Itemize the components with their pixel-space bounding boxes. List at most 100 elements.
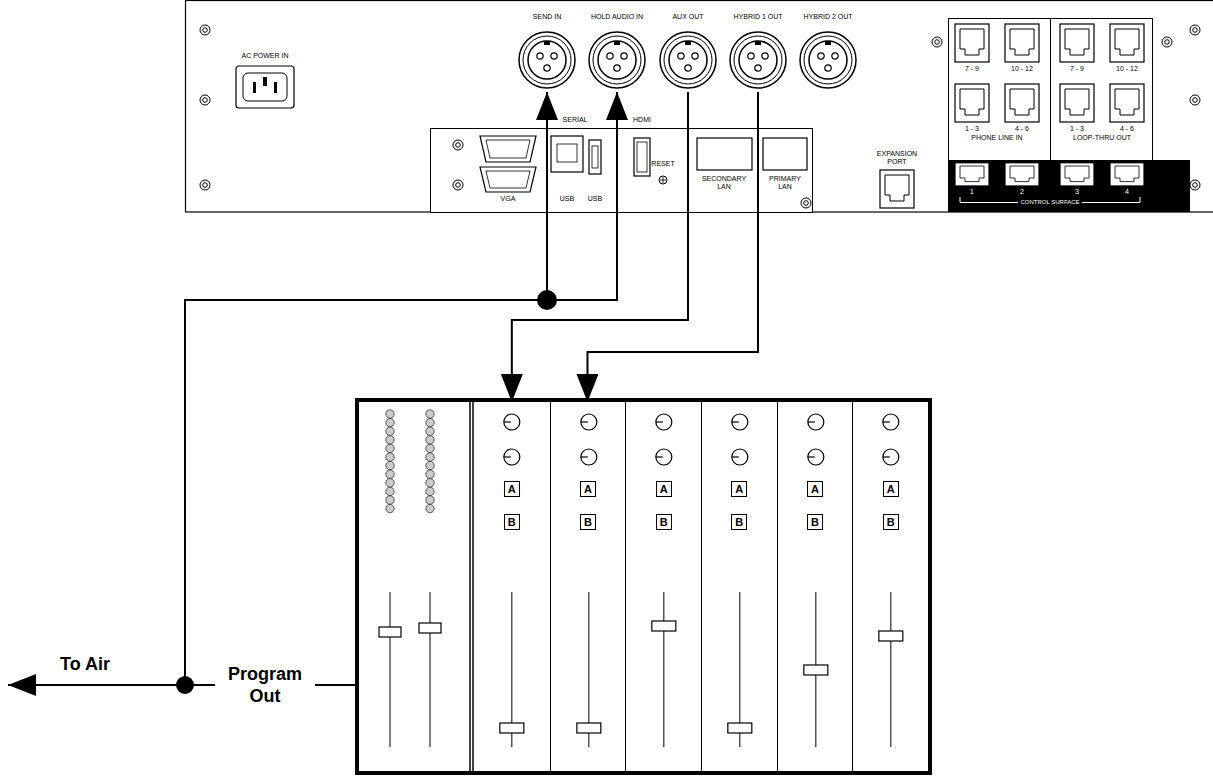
fader-cap <box>419 623 441 633</box>
panel-label: 3 <box>1075 188 1079 196</box>
usb-port <box>589 140 601 174</box>
rotary-knob <box>732 449 748 465</box>
bus-button-label: A <box>656 481 672 497</box>
screw <box>1190 95 1200 105</box>
connector-label: SEND IN <box>533 13 561 21</box>
level-meter-led <box>386 504 394 512</box>
phone-block-outline <box>949 19 1153 161</box>
ac-pin <box>263 77 267 86</box>
control-surface-band <box>948 160 1190 212</box>
knob-pointer <box>656 421 663 422</box>
knob-pointer <box>504 421 511 422</box>
expansion-jack <box>880 170 914 208</box>
panel-label: PRIMARY LAN <box>763 175 807 191</box>
fader-cap <box>576 723 600 733</box>
bus-button-label: A <box>580 481 596 497</box>
vga-port-inner <box>486 171 530 188</box>
bus-button-label: A <box>731 481 747 497</box>
rotary-knob <box>883 449 899 465</box>
rotary-knob <box>656 414 672 430</box>
panel-label: 1 <box>970 188 974 196</box>
panel-label: USB <box>588 195 602 203</box>
knob-pointer <box>807 421 814 422</box>
screw <box>932 37 942 47</box>
module-plate <box>431 129 813 213</box>
rotary-knob <box>807 449 823 465</box>
signal-wire <box>185 92 617 685</box>
level-meter-led <box>386 470 394 478</box>
knob-pointer <box>883 456 890 457</box>
phone-jack <box>955 84 989 122</box>
panel-label: RESET <box>651 160 674 168</box>
bus-button-label: B <box>883 514 899 530</box>
mixer-channel-strip: AB <box>550 402 626 771</box>
screw <box>453 140 463 150</box>
xlr-art <box>723 10 793 92</box>
control-jack <box>1060 163 1094 186</box>
destination-box: To Air <box>8 650 158 700</box>
xlr-connector-symbol <box>800 32 856 88</box>
serial-port-inner <box>486 140 530 158</box>
xlr-connector-symbol <box>730 32 786 88</box>
signal-wire <box>512 92 688 402</box>
rotary-knob <box>883 414 899 430</box>
mixer-channel-strip: AB <box>625 402 701 771</box>
bus-button-label: A <box>883 481 899 497</box>
level-meter-led <box>426 470 434 478</box>
phone-jack <box>1060 24 1094 62</box>
panel-label: PHONE LINE IN <box>971 134 1022 142</box>
panel-label: CONTROL SURFACE <box>1020 199 1079 206</box>
connector-label: HYBRID 2 OUT <box>803 13 852 21</box>
junction-dot <box>537 290 557 310</box>
phone-jack <box>1060 84 1094 122</box>
control-jack <box>1110 163 1144 186</box>
knob-pointer <box>732 456 739 457</box>
panel-label: 1 - 3 <box>965 125 979 133</box>
phone-jack <box>1005 84 1039 122</box>
phone-jack <box>1110 24 1144 62</box>
level-meter-led <box>426 418 434 426</box>
mixer-channel-strip: AB <box>777 402 853 771</box>
panel-label: 1 - 3 <box>1070 125 1084 133</box>
level-meter-led <box>426 436 434 444</box>
screw <box>453 180 463 190</box>
ac-inlet <box>236 66 294 108</box>
knob-pointer <box>656 456 663 457</box>
rotary-knob <box>807 414 823 430</box>
fader-cap <box>879 631 903 641</box>
fader-cap <box>803 665 827 675</box>
junction-dot <box>176 676 194 694</box>
panel-label: SECONDARY LAN <box>699 175 749 191</box>
bus-button-label: B <box>580 514 596 530</box>
xlr-connector: AUX OUT <box>653 10 723 92</box>
section-divider <box>469 402 471 771</box>
control-jack <box>955 163 989 186</box>
fader-cap <box>500 723 524 733</box>
screw <box>200 180 210 190</box>
level-meter-led <box>386 453 394 461</box>
connector-label: HYBRID 1 OUT <box>733 13 782 21</box>
reset-button <box>659 176 667 184</box>
fader-track <box>891 592 892 747</box>
level-meter-led <box>386 418 394 426</box>
control-jack <box>1005 163 1039 186</box>
panel-label: 4 - 6 <box>1015 125 1029 133</box>
screw <box>1190 25 1200 35</box>
connector-label: AUX OUT <box>672 13 703 21</box>
channel-strip-art <box>702 402 778 771</box>
vga-port <box>480 167 536 192</box>
level-meter-led <box>386 496 394 504</box>
panel-label: 7 - 9 <box>1070 65 1084 73</box>
phone-jack <box>1110 84 1144 122</box>
screw <box>200 95 210 105</box>
phone-jack <box>955 24 989 62</box>
ac-pin <box>274 82 277 93</box>
level-meter-led <box>426 410 434 418</box>
knob-pointer <box>580 456 587 457</box>
panel-label: 2 <box>1020 188 1024 196</box>
bus-button-label: B <box>807 514 823 530</box>
level-meter-led <box>386 479 394 487</box>
xlr-art <box>793 10 863 92</box>
